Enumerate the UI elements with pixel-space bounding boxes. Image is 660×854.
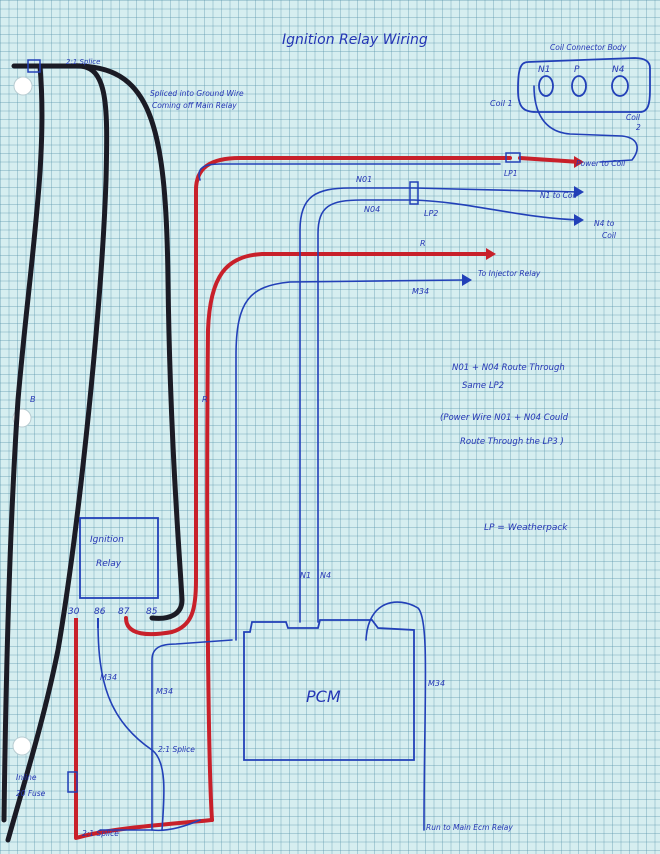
ground-wire-left <box>5 63 110 843</box>
splice-note-line2: Coming off Main Relay <box>152 101 237 110</box>
pcm-label: PCM <box>306 687 341 706</box>
coil-pin-n4 <box>611 75 629 97</box>
m34-upper-label: M34 <box>412 287 429 296</box>
m34-wire-to-injector-relay <box>235 279 463 641</box>
relay-title-line1: Ignition <box>90 535 124 545</box>
arrow-power-to-coil <box>574 156 584 168</box>
to-injector-relay-label: To Injector Relay <box>478 269 541 278</box>
power-wire-lp1-to-coil <box>518 156 582 164</box>
lp2-connector <box>409 181 419 205</box>
lp1-connector <box>505 152 521 163</box>
coil-connector-body <box>517 57 651 113</box>
relay-pin-86: 86 <box>94 607 106 617</box>
splice-bottom-label: 2:1 Splice <box>82 829 119 838</box>
n4-wire <box>317 199 581 623</box>
m34-ecm-label: M34 <box>428 679 445 688</box>
coil-2-tag-line2: 2 <box>636 123 641 132</box>
coil-pin-p-label: P <box>574 65 580 75</box>
coil-connector-label: Coil Connector Body <box>550 43 627 52</box>
n4-to-coil-line1: N4 to <box>594 219 615 228</box>
ignition-relay-box <box>79 517 159 599</box>
arrow-to-injector-relay-blue <box>462 274 472 286</box>
note-line2: Same LP2 <box>462 381 504 391</box>
coil-pin-n1-label: N1 <box>538 65 550 75</box>
coil-2-tag-line1: Coil <box>626 113 641 122</box>
coil-pin-p <box>571 75 587 97</box>
relay-pin-87: 87 <box>118 607 130 617</box>
lp2-label: LP2 <box>424 209 438 218</box>
inline-fuse-line1: Inline <box>16 773 37 782</box>
arrow-n1-to-coil <box>574 186 584 198</box>
m34-wire-relay86 <box>97 621 165 831</box>
lp1-label: LP1 <box>504 169 517 178</box>
legend-weatherpack: LP = Weatherpack <box>484 523 568 533</box>
note-line4: Route Through the LP3 ) <box>460 437 564 447</box>
punch-hole-top <box>13 76 33 96</box>
run-to-main-ecm-relay-label: Run to Main Ecm Relay <box>426 823 513 832</box>
coil-connector-tail <box>533 85 638 163</box>
black-b-mark: B <box>30 395 36 404</box>
punch-hole-bottom <box>12 736 32 756</box>
power-wire-relay30-to-splice <box>74 620 214 840</box>
splice-top-label: 2:1 Splice <box>66 58 100 66</box>
note-line1: N01 + N04 Route Through <box>452 363 565 373</box>
red-r-label: R <box>420 239 426 248</box>
inline-fuse-line2: 20 Fuse <box>16 789 46 798</box>
power-to-coil-label: Power to Coil <box>576 159 626 168</box>
m34-relay86-label: M34 <box>100 673 117 682</box>
power-wire-relay87-to-lp1 <box>124 156 512 637</box>
pcm-box <box>243 619 415 761</box>
splice-mid-label: 2:1 Splice <box>158 745 195 754</box>
arrow-n4-to-coil <box>574 214 584 226</box>
m34-wire-to-main-ecm-relay <box>365 601 427 831</box>
red-r-mark: R <box>202 395 208 404</box>
splice-note-line1: Spliced into Ground Wire <box>150 89 244 98</box>
ground-wire-to-relay-85 <box>69 63 185 621</box>
relay-pin-30: 30 <box>68 607 80 617</box>
blue-wire-upper <box>198 163 501 181</box>
power-wire-to-injector-relay <box>205 252 488 822</box>
note-line3: (Power Wire N01 + N04 Could <box>440 413 569 423</box>
harness-n1-label: N1 <box>300 571 311 580</box>
diagram-title: Ignition Relay Wiring <box>282 32 428 48</box>
m34-pcm-label: M34 <box>156 687 173 696</box>
inline-fuse <box>67 771 78 793</box>
splice-top-connector <box>27 59 41 73</box>
relay-title-line2: Relay <box>96 559 122 569</box>
n4-to-coil-line2: Coil <box>602 231 617 240</box>
ground-splice-bottom <box>99 819 201 832</box>
n1-to-coil-label: N1 to Coil <box>540 191 578 200</box>
ground-wire-outer <box>1 63 45 823</box>
n04-label: N04 <box>364 205 380 214</box>
m34-wire-to-pcm <box>151 639 233 831</box>
harness-n4-label: N4 <box>320 571 331 580</box>
coil-pin-n1 <box>538 75 554 97</box>
arrow-to-injector-relay-red <box>486 248 496 260</box>
relay-pin-85: 85 <box>146 607 158 617</box>
coil-pin-n4-label: N4 <box>612 65 625 75</box>
n1-wire <box>299 187 581 623</box>
coil-1-tag: Coil 1 <box>490 99 513 108</box>
n01-label: N01 <box>356 175 372 184</box>
